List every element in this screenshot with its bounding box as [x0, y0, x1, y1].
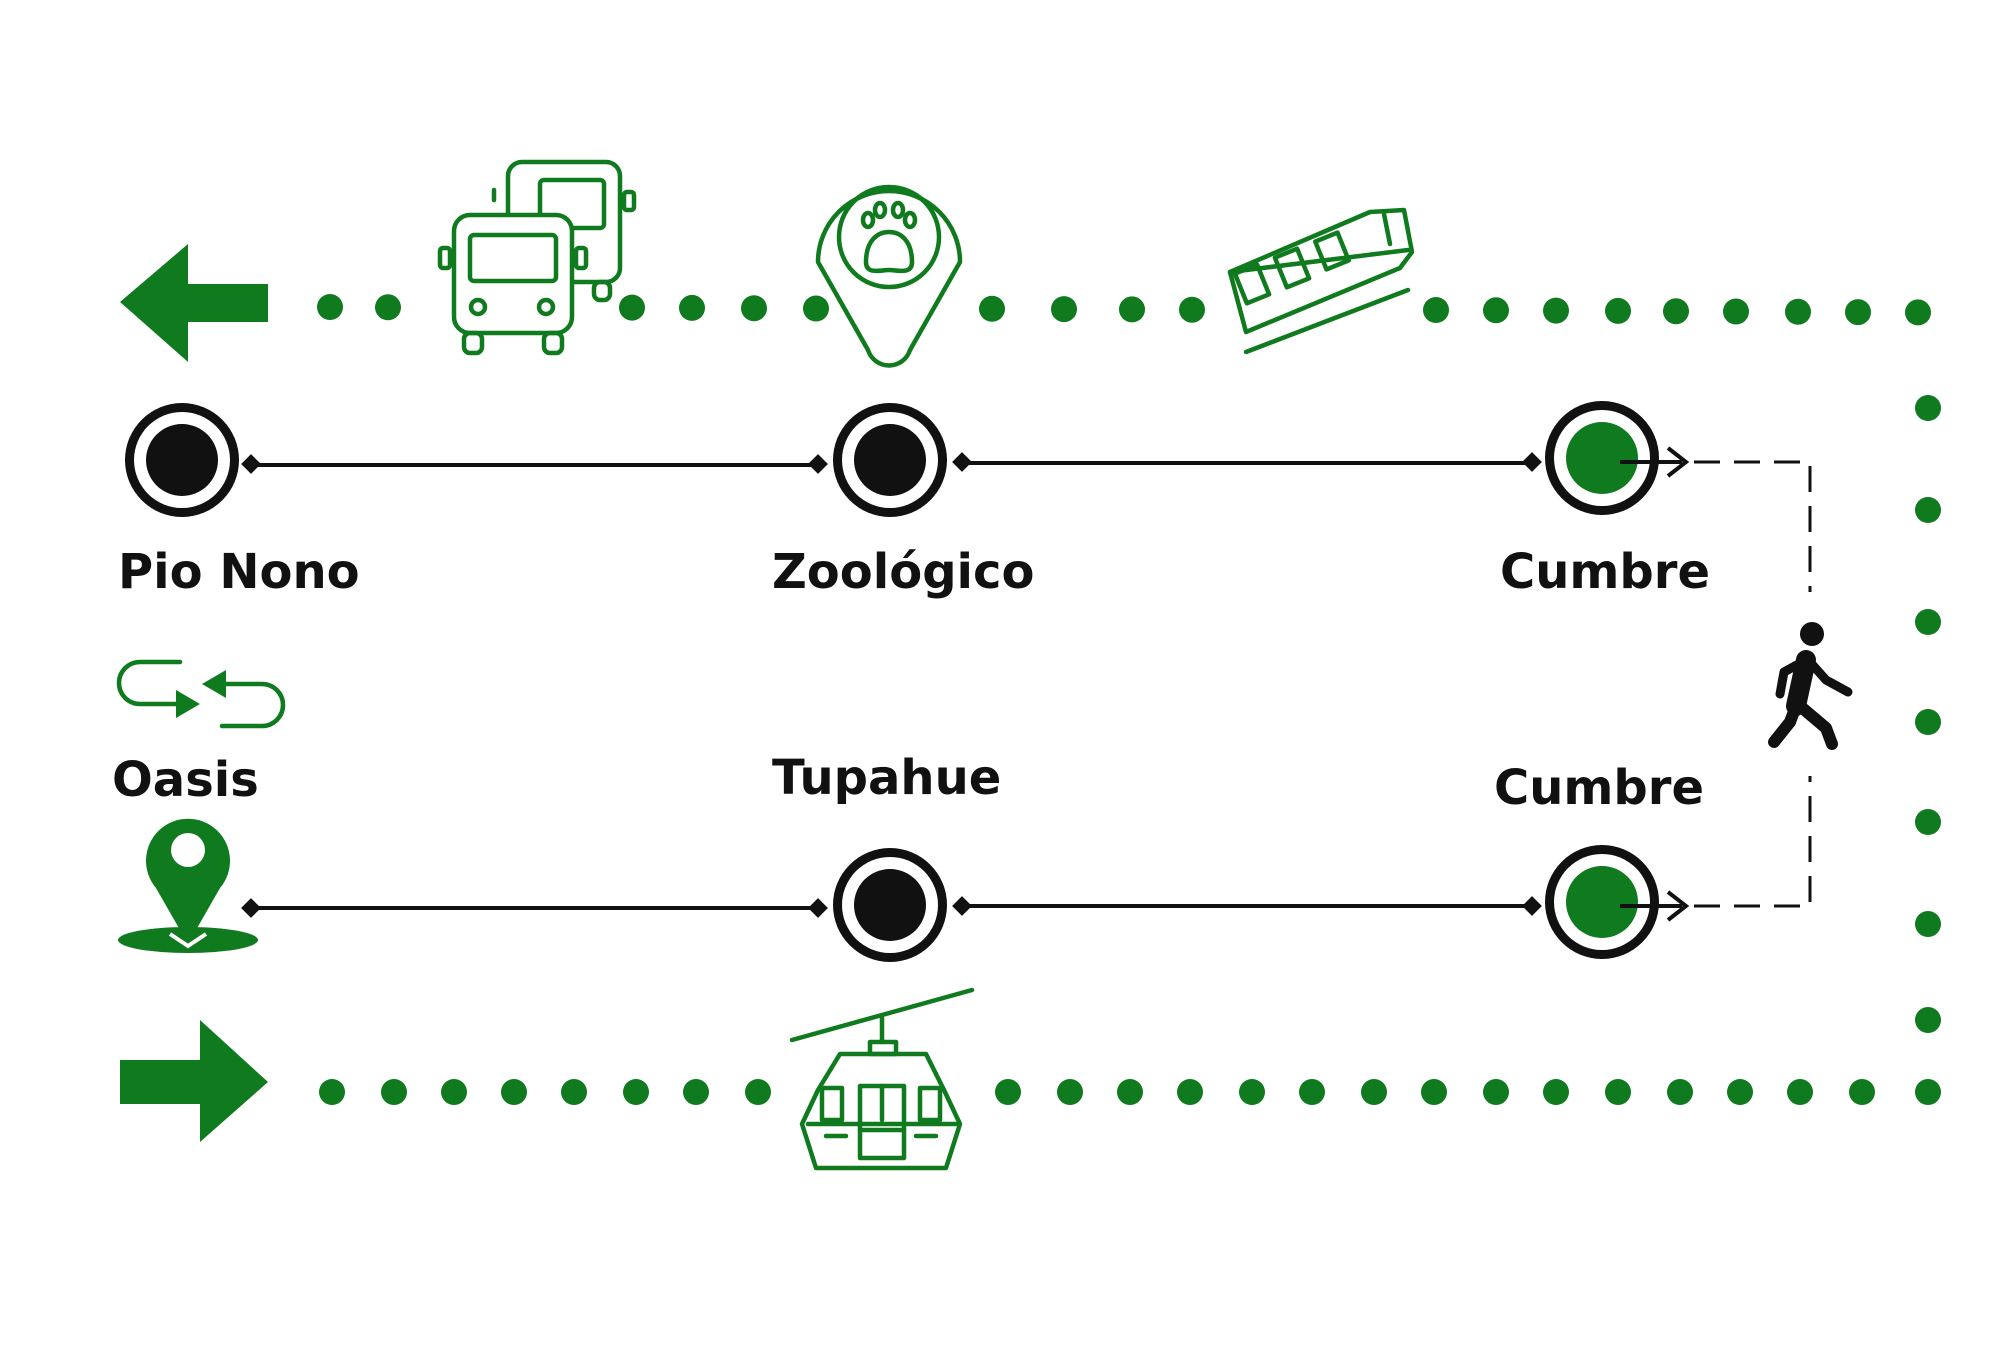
route-dot [375, 294, 401, 321]
route-dot [683, 1079, 709, 1105]
route-dot [319, 1079, 345, 1105]
route-dot [1915, 1079, 1941, 1105]
station-marker-cumbre-upper [1545, 401, 1659, 515]
route-dot [1179, 296, 1205, 323]
route-dot [1915, 395, 1941, 421]
station-label-oasis: Oasis [112, 752, 259, 808]
lower-line [241, 896, 1542, 918]
station-label-pio-nono: Pio Nono [118, 544, 360, 600]
location-pin-icon [118, 818, 258, 953]
route-dot [561, 1079, 587, 1105]
upper-line [241, 452, 1542, 474]
route-dot [1119, 296, 1145, 323]
route-dot [979, 295, 1005, 322]
route-dot [1915, 911, 1941, 937]
cable-car-icon [789, 987, 975, 1171]
route-dot [1845, 299, 1871, 326]
dotted-route-top [317, 294, 1931, 326]
route-dot [745, 1079, 771, 1105]
route-dot [1177, 1079, 1203, 1105]
walking-person-icon [1768, 622, 1853, 750]
route-dot [1723, 298, 1749, 325]
route-dot [1915, 609, 1941, 635]
route-dot [1051, 296, 1077, 323]
route-dot [1057, 1079, 1083, 1105]
route-dot [1727, 1079, 1753, 1105]
route-dot [1787, 1079, 1813, 1105]
route-dot [679, 294, 705, 321]
route-dot [623, 1079, 649, 1105]
route-dot [1605, 297, 1631, 324]
route-dot [1915, 497, 1941, 523]
route-dot [1543, 1079, 1569, 1105]
route-dot [381, 1079, 407, 1105]
route-dot [619, 294, 645, 321]
route-dot [1849, 1079, 1875, 1105]
route-dot [1543, 297, 1569, 324]
route-dot [1299, 1079, 1325, 1105]
route-dot [1905, 299, 1931, 326]
route-dot [1667, 1079, 1693, 1105]
route-dot [1239, 1079, 1265, 1105]
route-dot [317, 294, 343, 320]
route-dot [995, 1079, 1021, 1105]
route-dot [741, 295, 767, 322]
arrow-left-icon [120, 244, 268, 362]
station-marker-cumbre-lower [1545, 845, 1659, 959]
route-dot [1483, 1079, 1509, 1105]
station-label-zoologico: Zoológico [772, 544, 1035, 600]
route-dot [1361, 1079, 1387, 1105]
dotted-route-right [1915, 395, 1941, 1033]
route-dot [1605, 1079, 1631, 1105]
cumbre-walk-connector [1620, 446, 1812, 922]
route-dot [1421, 1079, 1447, 1105]
route-dot [1915, 809, 1941, 835]
station-label-cumbre-lower: Cumbre [1494, 760, 1704, 816]
bus-icon [437, 159, 637, 356]
station-marker-zoologico [833, 403, 947, 517]
transfer-arrows-icon [116, 659, 286, 729]
route-dot [1423, 297, 1449, 323]
station-marker-pio-nono [125, 403, 239, 517]
station-label-cumbre-upper: Cumbre [1500, 544, 1710, 600]
route-dot [1663, 298, 1689, 325]
station-label-tupahue: Tupahue [772, 750, 1002, 806]
station-marker-tupahue [833, 848, 947, 962]
arrow-right-icon [120, 1020, 268, 1142]
route-dot [441, 1079, 467, 1105]
dotted-route-bottom [319, 1079, 1941, 1105]
route-dot [501, 1079, 527, 1105]
route-dot [1117, 1079, 1143, 1105]
route-dot [1785, 298, 1811, 325]
route-dot [1915, 709, 1941, 735]
zoo-paw-pin-icon [815, 184, 963, 368]
funicular-icon [1227, 207, 1415, 355]
route-dot [1915, 1007, 1941, 1033]
route-dot [803, 295, 829, 322]
route-dot [1483, 297, 1509, 324]
